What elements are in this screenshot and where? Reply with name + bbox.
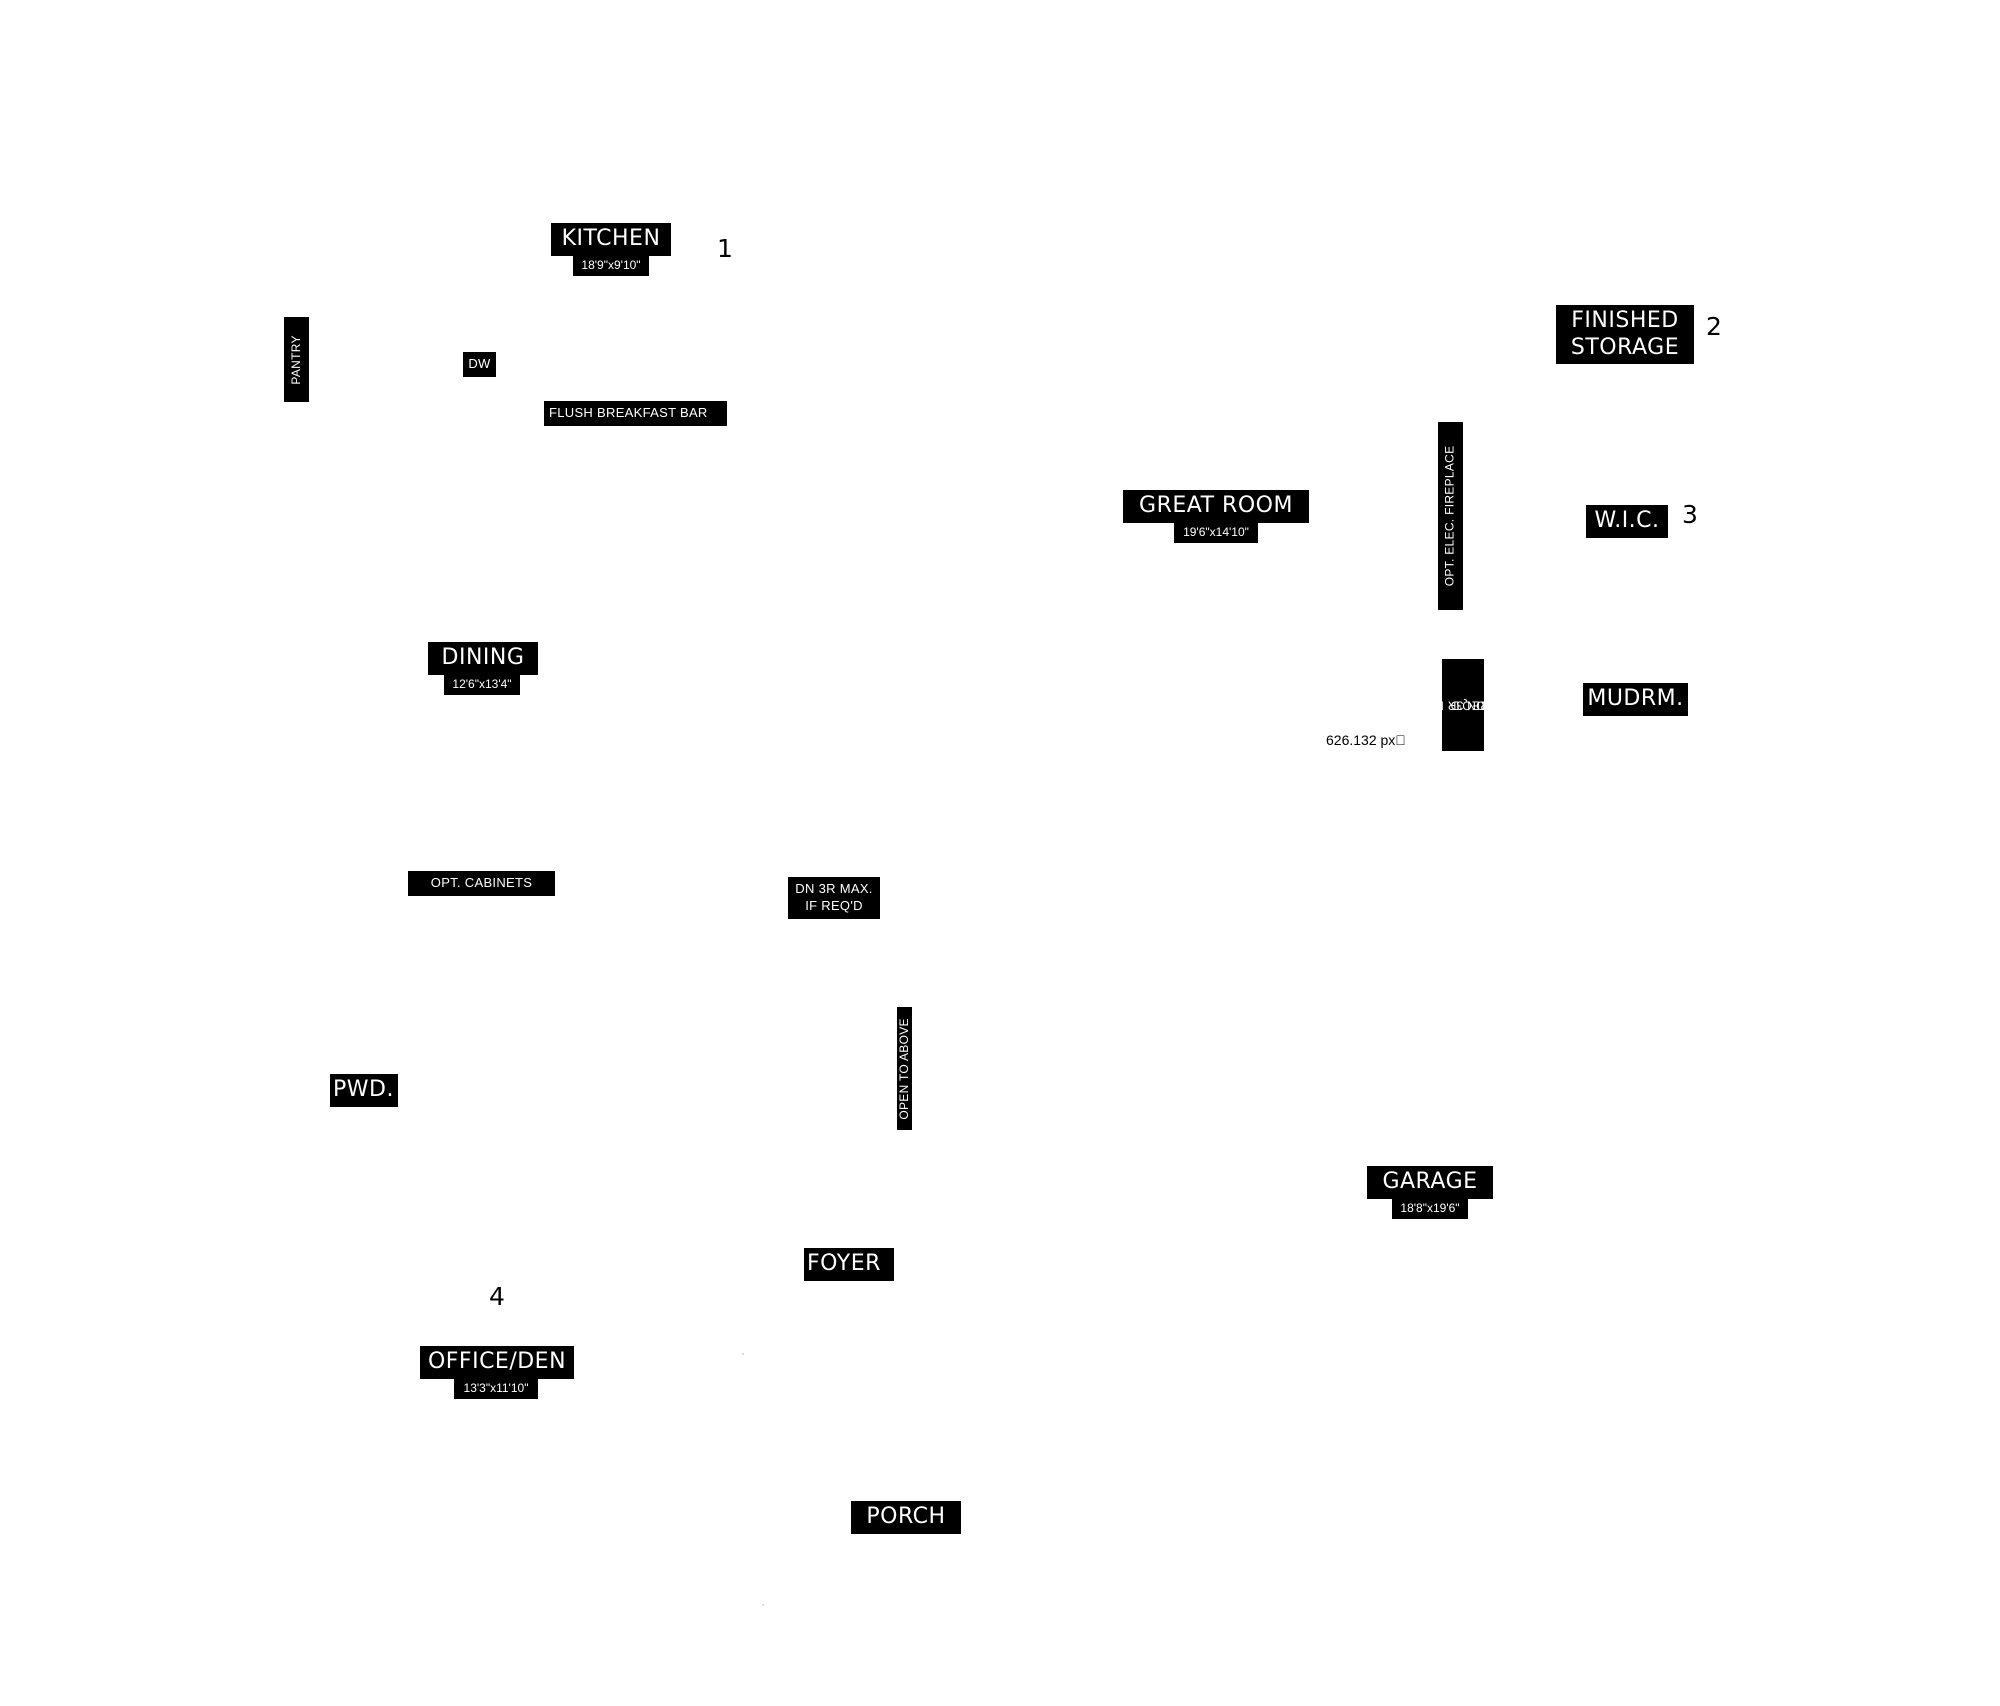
stairs-down-note-right: DN 3R MAX.IF REQ'D bbox=[1413, 659, 1503, 751]
foyer-label: FOYER bbox=[804, 1248, 894, 1281]
stairs-center-line-2: IF REQ'D bbox=[805, 898, 863, 913]
finished-storage-line-1: FINISHED bbox=[1571, 308, 1679, 334]
office-den-dimensions: 13'3"x11'10" bbox=[454, 1379, 538, 1399]
garage-label: GARAGE bbox=[1367, 1166, 1493, 1199]
measurement-readout: 626.132 px⃞ bbox=[1326, 732, 1406, 748]
kitchen-label: KITCHEN bbox=[551, 223, 671, 256]
office-den-label: OFFICE/DEN bbox=[420, 1346, 574, 1379]
wic-label: W.I.C. bbox=[1586, 505, 1668, 538]
pantry-label: PANTRY bbox=[284, 317, 309, 402]
callout-1: 1 bbox=[717, 234, 733, 263]
mudroom-label: MUDRM. bbox=[1583, 683, 1688, 716]
dining-dimensions: 12'6"x13'4" bbox=[444, 675, 520, 695]
stairs-right-line-2: IF REQ'D bbox=[1450, 698, 1504, 713]
great-room-label: GREAT ROOM bbox=[1123, 490, 1309, 523]
flush-breakfast-bar-label: FLUSH BREAKFAST BAR bbox=[544, 401, 727, 426]
garage-dimensions: 18'8"x19'6" bbox=[1392, 1199, 1468, 1219]
dining-label: DINING bbox=[428, 642, 538, 675]
stairs-center-line-1: DN 3R MAX. bbox=[795, 881, 873, 897]
callout-4: 4 bbox=[489, 1282, 505, 1311]
finished-storage-line-2: STORAGE bbox=[1570, 334, 1680, 360]
opt-elec-fireplace-label: OPT. ELEC. FIREPLACE bbox=[1438, 422, 1463, 610]
dishwasher-label: DW bbox=[463, 352, 496, 377]
open-to-above-label: OPEN TO ABOVE bbox=[897, 1007, 912, 1130]
porch-label: PORCH bbox=[851, 1501, 961, 1534]
opt-cabinets-label: OPT. CABINETS bbox=[408, 871, 555, 896]
powder-room-label: PWD. bbox=[330, 1074, 398, 1107]
speck-mark bbox=[742, 1353, 744, 1355]
kitchen-dimensions: 18'9"x9'10" bbox=[573, 256, 649, 276]
stairs-down-note-center: DN 3R MAX. IF REQ'D bbox=[788, 877, 880, 919]
callout-2: 2 bbox=[1706, 312, 1722, 341]
speck-mark bbox=[762, 1604, 764, 1606]
finished-storage-label: FINISHED STORAGE bbox=[1556, 305, 1694, 364]
callout-3: 3 bbox=[1682, 500, 1698, 529]
great-room-dimensions: 19'6"x14'10" bbox=[1174, 523, 1258, 543]
